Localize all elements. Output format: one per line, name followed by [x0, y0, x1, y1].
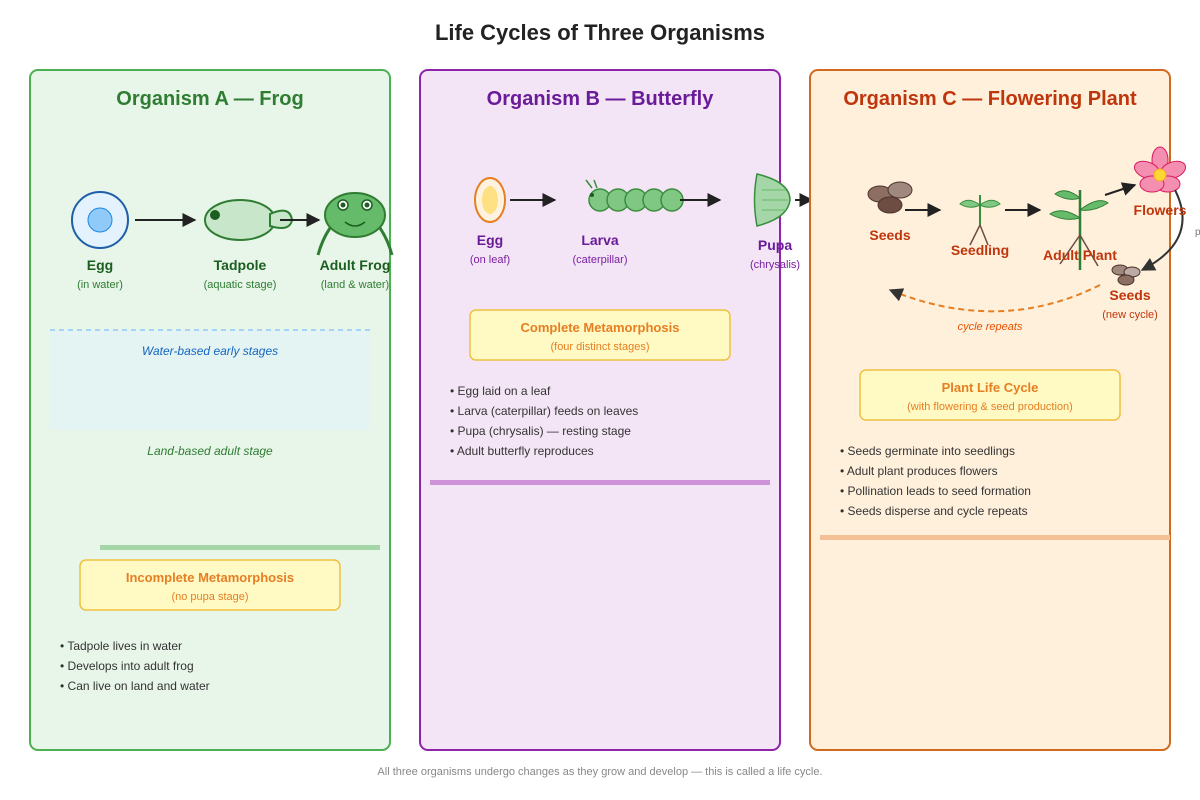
- stage-label-adult-plant: Adult Plant: [1043, 247, 1117, 263]
- frog-callout-title: Incomplete Metamorphosis: [126, 570, 294, 585]
- butterfly-egg-icon: [474, 177, 506, 223]
- butterfly-bullet: • Egg laid on a leaf: [450, 384, 551, 398]
- butterfly-bullet: • Adult butterfly reproduces: [450, 444, 594, 458]
- butterfly-callout-title: Complete Metamorphosis: [521, 320, 680, 335]
- panel-plant: Organism C — Flowering Plant: [809, 69, 1200, 751]
- land-stage-label: Land-based adult stage: [147, 444, 273, 458]
- panel-frog-heading: Organism A — Frog: [116, 88, 303, 110]
- water-stages-label: Water-based early stages: [142, 344, 278, 358]
- chrysalis-icon: [753, 173, 791, 227]
- water-zone: [50, 330, 370, 430]
- stage-note-tadpole: (aquatic stage): [204, 279, 277, 291]
- cycle-repeats-label: cycle repeats: [958, 321, 1023, 333]
- panel-frog-separator: [100, 545, 380, 550]
- butterfly-bullet: • Pupa (chrysalis) — resting stage: [450, 424, 631, 438]
- stage-note-pupa: (chrysalis): [750, 259, 800, 271]
- butterfly-bullet: • Larva (caterpillar) feeds on leaves: [450, 404, 638, 418]
- stage-label-flowers: Flowers: [1134, 202, 1187, 218]
- stage-label-adult-frog: Adult Frog: [320, 257, 391, 273]
- panel-butterfly-separator: [430, 480, 770, 485]
- plant-callout-title: Plant Life Cycle: [942, 380, 1039, 395]
- stage-label-frog-egg: Egg: [87, 257, 113, 273]
- panel-butterfly-heading: Organism B — Butterfly: [487, 88, 715, 110]
- panel-plant-heading: Organism C — Flowering Plant: [843, 88, 1137, 110]
- footer-note: All three organisms undergo changes as t…: [377, 766, 822, 778]
- stage-note-butterfly-egg: (on leaf): [470, 254, 510, 266]
- stage-label-butterfly-egg: Egg: [477, 232, 503, 248]
- plant-bullet: • Seeds disperse and cycle repeats: [840, 504, 1028, 518]
- panel-plant-separator: [820, 535, 1170, 540]
- plant-callout-subtitle: (with flowering & seed production): [907, 401, 1073, 413]
- arrow-flowers-to-new-seeds: [1140, 189, 1184, 271]
- plant-bullet: • Pollination leads to seed formation: [840, 484, 1031, 498]
- stage-note-larva: (caterpillar): [572, 254, 627, 266]
- stage-label-larva: Larva: [581, 232, 619, 248]
- frog-bullet: • Develops into adult frog: [60, 659, 194, 673]
- panel-butterfly: Organism B — Butterfly Egg (on: [419, 69, 814, 751]
- plant-bullet: • Adult plant produces flowers: [840, 464, 998, 478]
- arrow-plant-to-flowers: [1104, 182, 1137, 196]
- frog-egg-icon: [71, 191, 129, 249]
- plant-callout-box: [859, 369, 1121, 421]
- flower-icon: [1133, 146, 1187, 193]
- stage-label-tadpole: Tadpole: [214, 257, 267, 273]
- new-seeds-icon: [1111, 264, 1141, 286]
- stage-note-frog-egg: (in water): [77, 279, 123, 291]
- frog-callout-subtitle: (no pupa stage): [171, 591, 248, 603]
- butterfly-callout-box: [469, 309, 731, 361]
- frog-callout-box: [79, 559, 341, 611]
- panel-frog: Organism A — Frog Egg (in water) Tadpo: [29, 69, 394, 751]
- butterfly-callout-subtitle: (four distinct stages): [550, 341, 649, 353]
- adult-plant-icon: [1049, 190, 1109, 270]
- plant-bullet: • Seeds germinate into seedlings: [840, 444, 1015, 458]
- adult-frog-icon: [316, 192, 394, 256]
- caterpillar-icon: [585, 179, 684, 212]
- stage-label-pupa: Pupa: [758, 237, 792, 253]
- panel-butterfly-box: [419, 69, 781, 751]
- clipped-side-label: p: [1195, 227, 1200, 238]
- stage-label-seeds: Seeds: [869, 227, 910, 243]
- seeds-icon: [867, 181, 913, 214]
- stage-note-new-seeds: (new cycle): [1102, 309, 1158, 321]
- stage-note-adult-frog: (land & water): [321, 279, 389, 291]
- stage-label-new-seeds: Seeds: [1109, 287, 1150, 303]
- stage-label-seedling: Seedling: [951, 242, 1009, 258]
- seedling-icon: [959, 195, 1001, 246]
- diagram-title: Life Cycles of Three Organisms: [435, 20, 765, 45]
- frog-bullet: • Can live on land and water: [60, 679, 210, 693]
- frog-bullet: • Tadpole lives in water: [60, 639, 182, 653]
